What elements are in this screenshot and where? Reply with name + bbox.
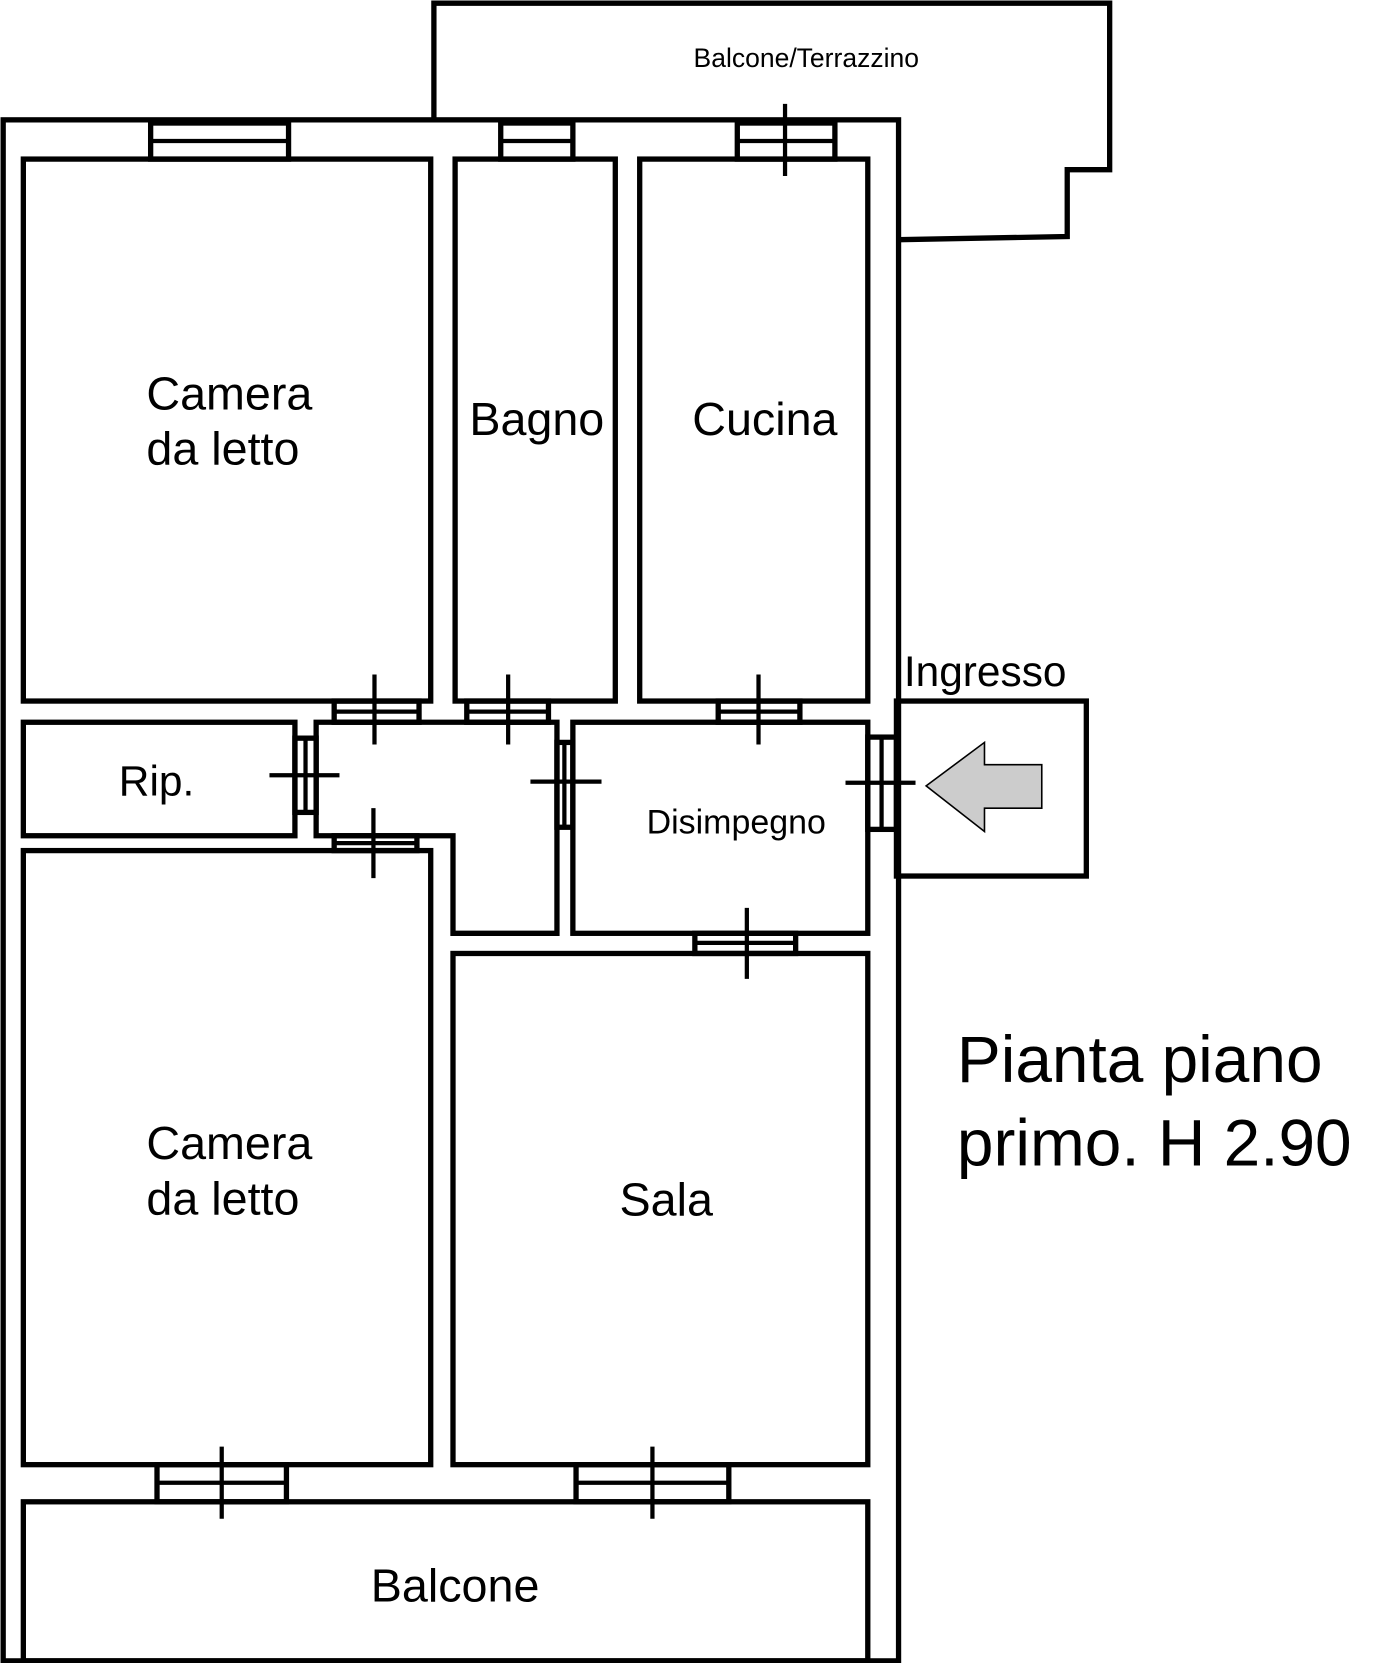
door-bedroom-top bbox=[331, 674, 422, 745]
label-hallway: Disimpegno bbox=[647, 804, 826, 842]
label-balcony: Balcone bbox=[371, 1559, 540, 1611]
label-terrace: Balcone/Terrazzino bbox=[694, 43, 919, 73]
door-kitchen-terrace bbox=[734, 103, 838, 177]
label-entrance: Ingresso bbox=[904, 648, 1067, 695]
label-living: Sala bbox=[620, 1173, 713, 1225]
plan-title-line2: primo. H 2.90 bbox=[957, 1106, 1352, 1180]
label-bedroom-top-1: Camera bbox=[146, 367, 312, 419]
door-corridor-hallway bbox=[530, 739, 602, 830]
label-bedroom-bottom-1: Camera bbox=[146, 1117, 312, 1169]
door-bedroom-balcony bbox=[154, 1446, 290, 1519]
door-kitchen bbox=[715, 674, 803, 745]
label-kitchen: Cucina bbox=[692, 393, 837, 445]
room-balcony bbox=[20, 1499, 871, 1663]
label-bedroom-top-2: da letto bbox=[146, 423, 299, 475]
label-bathroom: Bagno bbox=[469, 393, 604, 445]
entrance-arrow-icon bbox=[924, 740, 1043, 834]
door-entrance bbox=[845, 734, 916, 833]
door-living-balcony bbox=[573, 1446, 732, 1519]
door-storage bbox=[269, 735, 340, 816]
door-bathroom bbox=[464, 674, 552, 745]
room-corridor bbox=[313, 719, 560, 936]
window-bathroom bbox=[498, 120, 576, 162]
label-bedroom-bottom-2: da letto bbox=[146, 1172, 299, 1224]
window-bedroom-top bbox=[147, 120, 292, 162]
door-living bbox=[692, 907, 799, 979]
door-bedroom-bottom bbox=[331, 808, 420, 879]
label-storage: Rip. bbox=[119, 757, 194, 804]
terrace-outline bbox=[431, 0, 1113, 243]
plan-title-line1: Pianta piano bbox=[957, 1022, 1323, 1096]
